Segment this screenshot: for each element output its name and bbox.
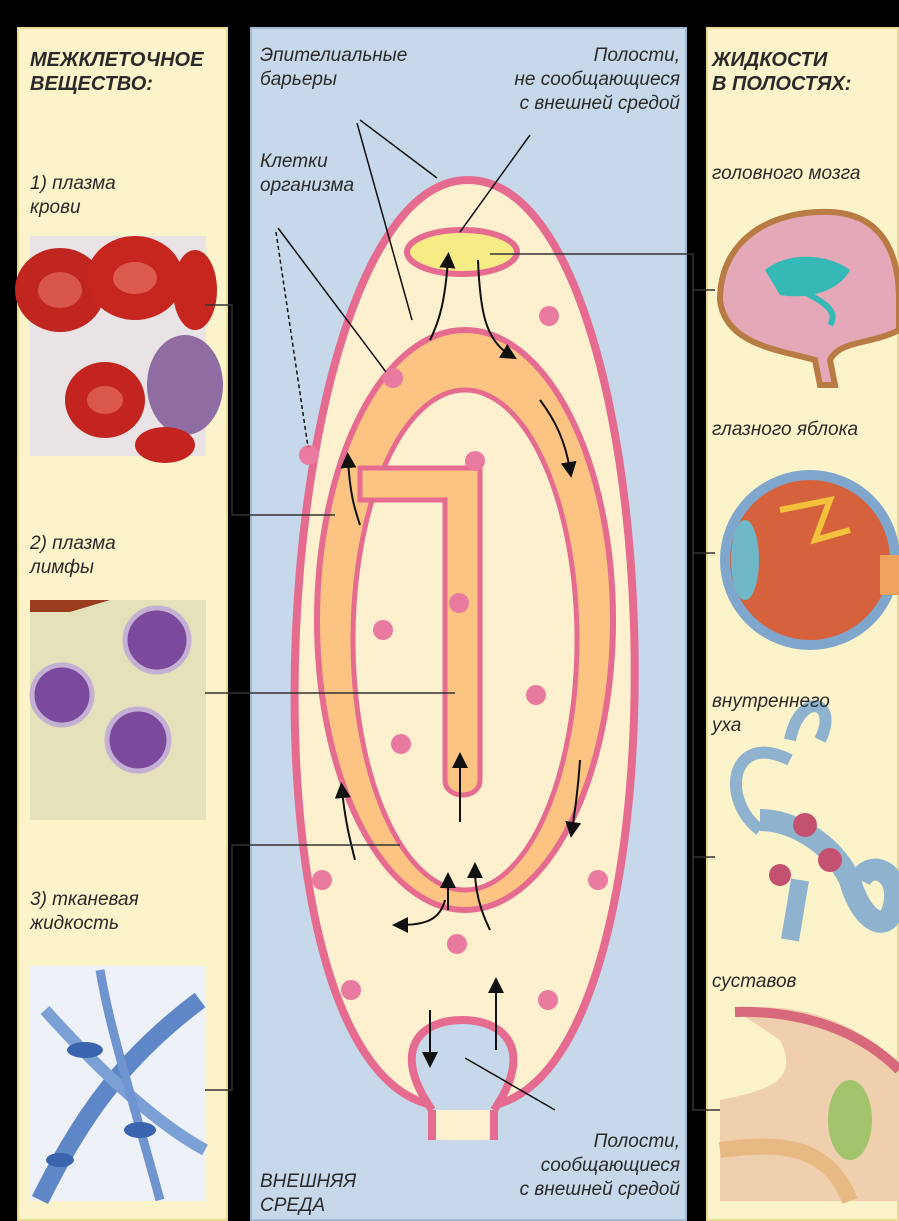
body-cells-label: Клетки организма (260, 150, 354, 198)
open-cavities-label: Полости, сообщающиеся с внешней средой (440, 1130, 680, 1202)
epithelial-barriers-label: Эпителиальные барьеры (260, 44, 407, 92)
closed-cavities-label: Полости, не сообщающиеся с внешней средо… (440, 44, 680, 116)
closed-cavity (407, 230, 517, 274)
eyeball-illustration (725, 475, 899, 645)
open-cavity (412, 1020, 514, 1110)
intercellular-substance-heading: МЕЖКЛЕТОЧНОЕ ВЕЩЕСТВО: (30, 48, 203, 96)
tissue-fluid-label: 3) тканевая жидкость (30, 888, 139, 936)
inner-ear-label: внутреннего уха (712, 690, 830, 738)
brain-illustration (720, 212, 899, 385)
blood-plasma-label: 1) плазма крови (30, 172, 116, 220)
circulation-vessel (317, 330, 613, 910)
inner-ear-illustration (736, 706, 895, 940)
cavity-fluids-heading: ЖИДКОСТИ В ПОЛОСТЯХ: (712, 48, 851, 96)
lymph-plasma-label: 2) плазма лимфы (30, 532, 116, 580)
external-environment-label: ВНЕШНЯЯ СРЕДА (260, 1170, 356, 1218)
joints-label: суставов (712, 970, 796, 994)
blood-plasma-illustration (15, 236, 223, 463)
lymph-plasma-illustration (30, 600, 206, 820)
brain-label: головного мозга (712, 162, 860, 186)
tissue-fluid-illustration (30, 966, 206, 1201)
eyeball-label: глазного яблока (712, 418, 858, 442)
joint-illustration (720, 1007, 899, 1201)
